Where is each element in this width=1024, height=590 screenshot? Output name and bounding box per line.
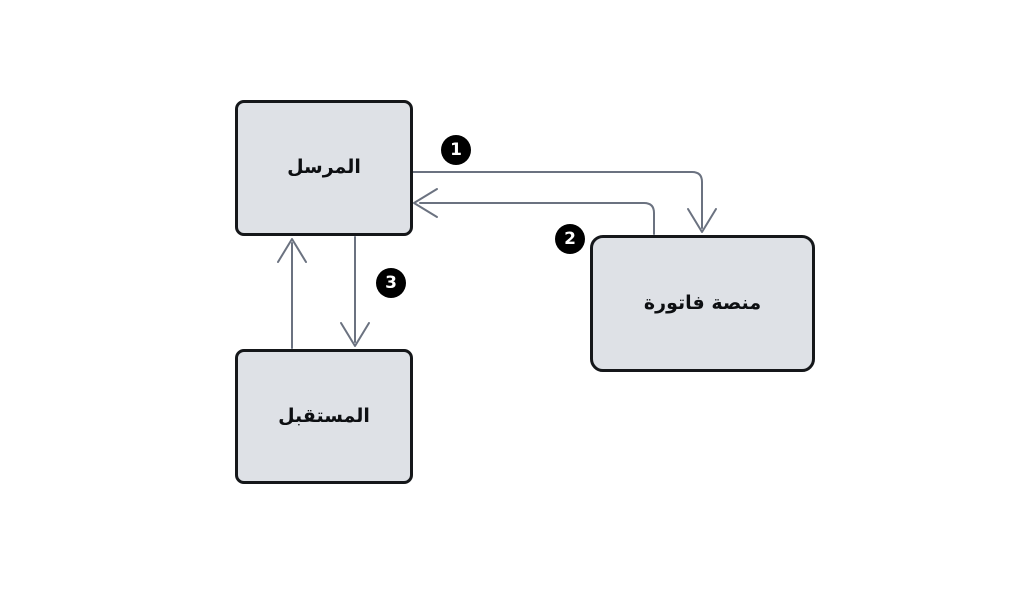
node-platform[interactable]: منصة فاتورة (590, 235, 815, 372)
edge-sender-to-receiver (340, 236, 370, 347)
step-badge-2: 2 (555, 224, 585, 254)
edge-sender-to-platform (412, 171, 717, 233)
edge-receiver-to-sender (277, 238, 307, 349)
node-receiver-label: المستقبل (278, 404, 370, 427)
step-badge-1: 1 (441, 135, 471, 165)
node-platform-label: منصة فاتورة (643, 291, 762, 314)
edge-platform-to-sender (413, 188, 655, 235)
step-badge-3: 3 (376, 268, 406, 298)
node-sender-label: المرسل (287, 156, 361, 179)
node-sender[interactable]: المرسل (235, 100, 413, 236)
node-receiver[interactable]: المستقبل (235, 349, 413, 484)
